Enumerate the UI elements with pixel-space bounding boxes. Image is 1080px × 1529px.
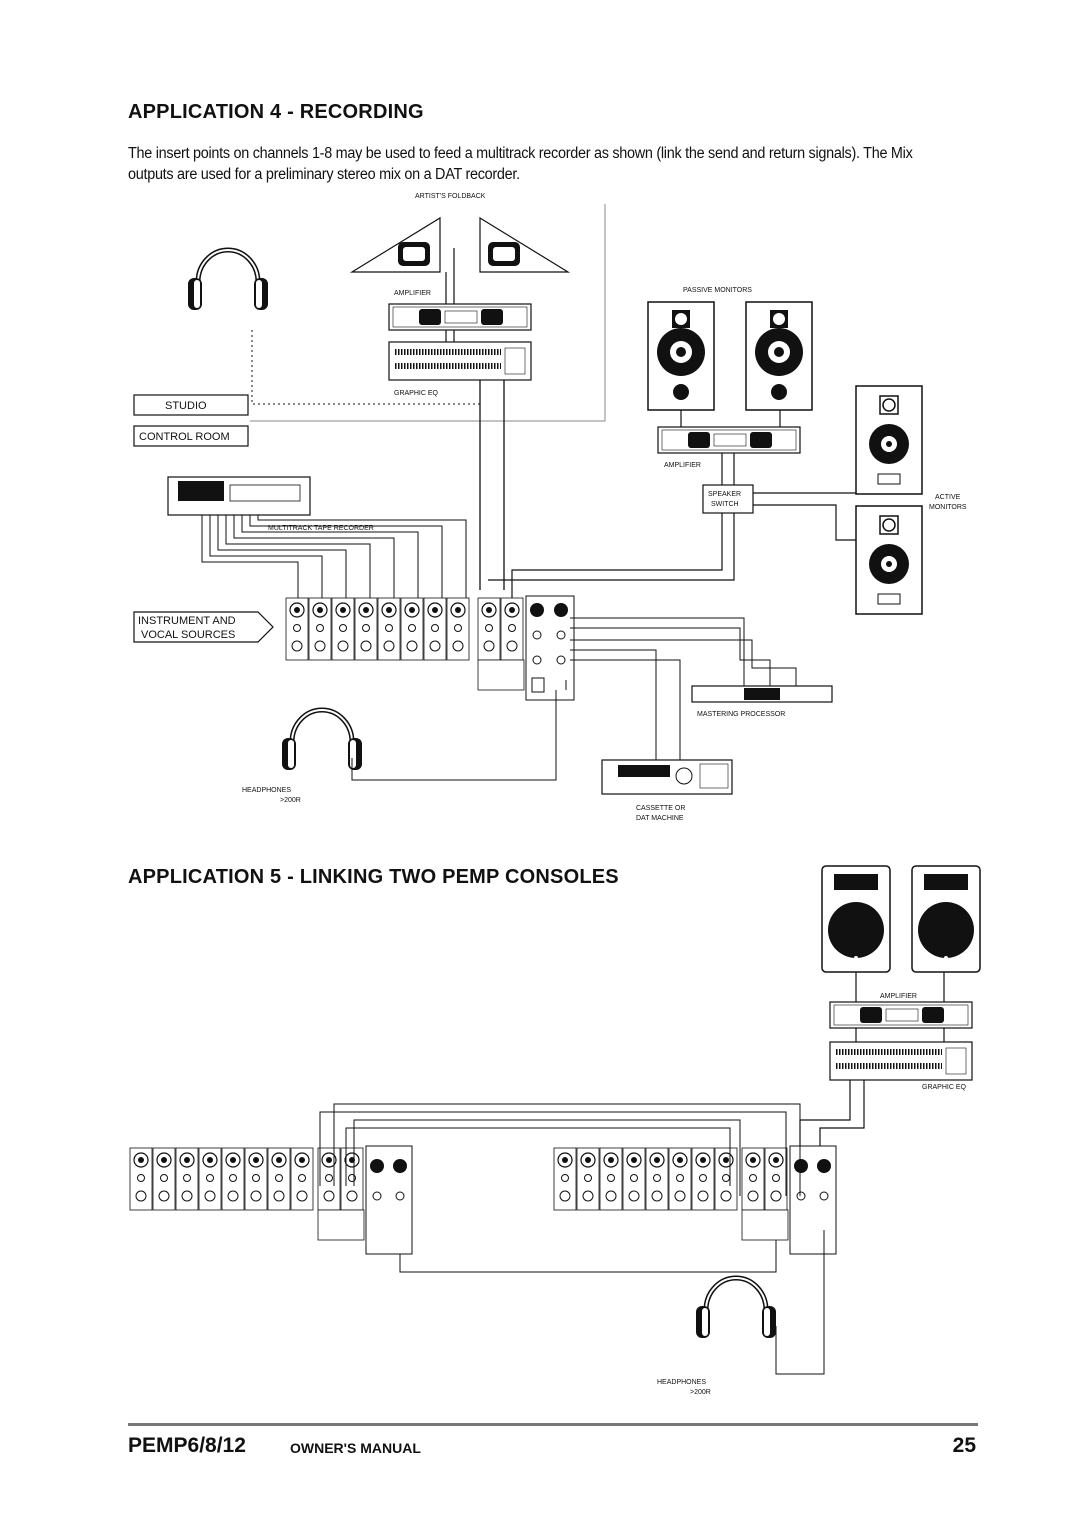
app5-graphic-eq xyxy=(830,1042,972,1080)
speaker-switch-label-2: SWITCH xyxy=(711,501,739,508)
app5-amplifier xyxy=(829,1001,973,1029)
footer-divider xyxy=(128,1423,978,1426)
amplifier-label: AMPLIFIER xyxy=(394,290,431,297)
mastering-label: MASTERING PROCESSOR xyxy=(697,711,785,718)
passive-monitor-right xyxy=(745,301,813,411)
app5-amplifier-label: AMPLIFIER xyxy=(880,993,917,1000)
multitrack-recorder xyxy=(167,476,311,516)
headphones-impedance-label: >200R xyxy=(280,797,301,804)
app5-diagram: AMPLIFIER GRAPHIC EQ xyxy=(129,865,981,1396)
app4-diagram: ARTIST'S FOLDBACK AMPLIFIER GRAPHIC EQ S… xyxy=(133,193,967,822)
graphic-eq xyxy=(389,342,531,380)
footer-model: PEMP6/8/12 xyxy=(128,1434,246,1457)
app5-title: APPLICATION 5 - LINKING TWO PEMP CONSOLE… xyxy=(128,866,619,888)
right-console xyxy=(553,1145,837,1255)
studio-label: STUDIO xyxy=(165,400,207,412)
passive-monitor-left xyxy=(647,301,715,411)
active-monitors-label: ACTIVE xyxy=(935,494,961,501)
active-monitor-top xyxy=(855,385,923,495)
foldback-wedges xyxy=(349,216,571,273)
control-room-label: CONTROL ROOM xyxy=(139,431,230,443)
app4-intro: The insert points on channels 1-8 may be… xyxy=(128,145,913,183)
headphones-label: HEADPHONES xyxy=(242,787,291,794)
app5-graphic-eq-label: GRAPHIC EQ xyxy=(922,1084,967,1091)
cassette-label: CASSETTE OR xyxy=(636,805,685,812)
main-speaker-right xyxy=(911,865,981,973)
foldback-label: ARTIST'S FOLDBACK xyxy=(415,193,486,200)
graphic-eq-label: GRAPHIC EQ xyxy=(394,390,439,397)
app4-title: APPLICATION 4 - RECORDING xyxy=(128,101,424,123)
sources-label: INSTRUMENT AND xyxy=(138,615,236,627)
speaker-switch-label: SPEAKER xyxy=(708,491,741,498)
control-room-headphones-icon xyxy=(282,710,362,770)
foldback-amplifier xyxy=(388,303,532,331)
app5-headphones-icon xyxy=(696,1278,776,1338)
monitor-amplifier-label: AMPLIFIER xyxy=(664,462,701,469)
app5-headphones-label: HEADPHONES xyxy=(657,1379,706,1386)
page-number: 25 xyxy=(952,1434,976,1457)
monitor-amplifier xyxy=(657,426,801,454)
mastering-processor xyxy=(691,685,833,703)
main-speaker-left xyxy=(821,865,891,973)
cassette-dat-machine xyxy=(601,759,733,795)
cassette-label-2: DAT MACHINE xyxy=(636,815,684,822)
studio-headphones-icon xyxy=(188,250,268,310)
app4-mixer xyxy=(285,595,575,701)
left-console xyxy=(129,1145,413,1255)
active-monitors-label-2: MONITORS xyxy=(929,504,967,511)
sources-label-2: VOCAL SOURCES xyxy=(141,629,235,641)
footer-manual: OWNER'S MANUAL xyxy=(290,1440,421,1456)
passive-monitors-label: PASSIVE MONITORS xyxy=(683,287,752,294)
multitrack-label: MULTITRACK TAPE RECORDER xyxy=(268,525,374,532)
app5-impedance-label: >200R xyxy=(690,1389,711,1396)
active-monitor-bottom xyxy=(855,505,923,615)
